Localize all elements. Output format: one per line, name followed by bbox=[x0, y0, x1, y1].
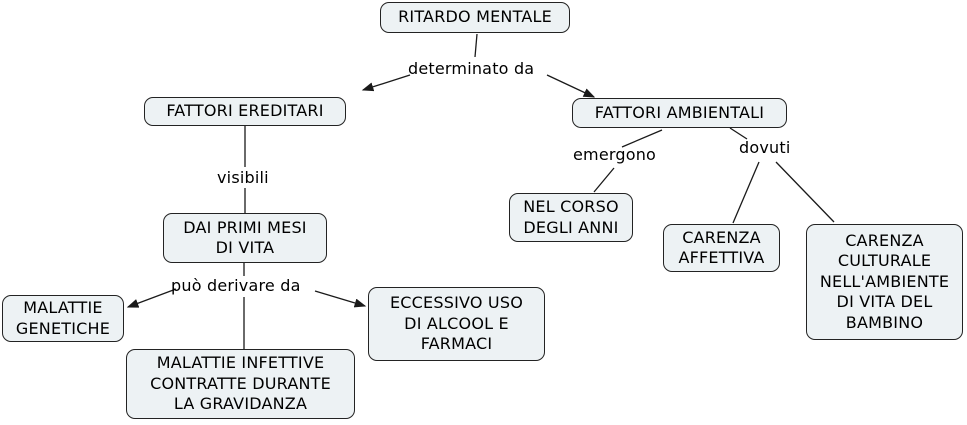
node-eccessivo-uso[interactable]: ECCESSIVO USO DI ALCOOL E FARMACI bbox=[368, 287, 545, 361]
node-fattori-ereditari[interactable]: FATTORI EREDITARI bbox=[144, 97, 346, 126]
edge-label_puo_derivare_da-to-malattie_genetiche bbox=[126, 288, 177, 308]
edge-label_determinato_da-to-fattori_ereditari bbox=[361, 74, 411, 92]
node-malattie-infettive[interactable]: MALATTIE INFETTIVE CONTRATTE DURANTE LA … bbox=[126, 349, 355, 419]
edge-ritardo_mentale-to-label_determinato_da bbox=[474, 33, 478, 58]
edge-label_emergono-to-nel_corso bbox=[593, 167, 615, 193]
edge-label-dovuti: dovuti bbox=[739, 138, 791, 157]
node-ritardo-mentale[interactable]: RITARDO MENTALE bbox=[380, 2, 570, 33]
edge-label_puo_derivare_da-to-eccessivo_uso bbox=[314, 290, 367, 308]
node-carenza-affettiva[interactable]: CARENZA AFFETTIVA bbox=[663, 224, 780, 272]
node-malattie-genetiche[interactable]: MALATTIE GENETICHE bbox=[2, 295, 124, 342]
edge-label-emergono: emergono bbox=[573, 145, 657, 164]
node-nel-corso-degli-anni[interactable]: NEL CORSO DEGLI ANNI bbox=[509, 193, 633, 242]
edge-label_determinato_da-to-fattori_ambientali bbox=[546, 74, 596, 98]
node-fattori-ambientali[interactable]: FATTORI AMBIENTALI bbox=[572, 98, 787, 128]
edge-label-visibili: visibili bbox=[217, 168, 269, 187]
edge-label_dovuti-to-carenza_affettiva bbox=[732, 161, 760, 224]
node-carenza-culturale[interactable]: CARENZA CULTURALE NELL'AMBIENTE DI VITA … bbox=[806, 224, 963, 340]
edge-label-puo-derivare-da: può derivare da bbox=[171, 276, 301, 295]
edge-label-determinato-da: determinato da bbox=[408, 59, 535, 78]
edge-label_dovuti-to-carenza_culturale bbox=[775, 161, 835, 223]
edge-fattori_ambientali-to-label_emergono bbox=[621, 129, 663, 148]
node-dai-primi-mesi-di-vita[interactable]: DAI PRIMI MESI DI VITA bbox=[163, 213, 327, 263]
edge-fattori_ambientali-to-label_dovuti bbox=[729, 127, 748, 140]
